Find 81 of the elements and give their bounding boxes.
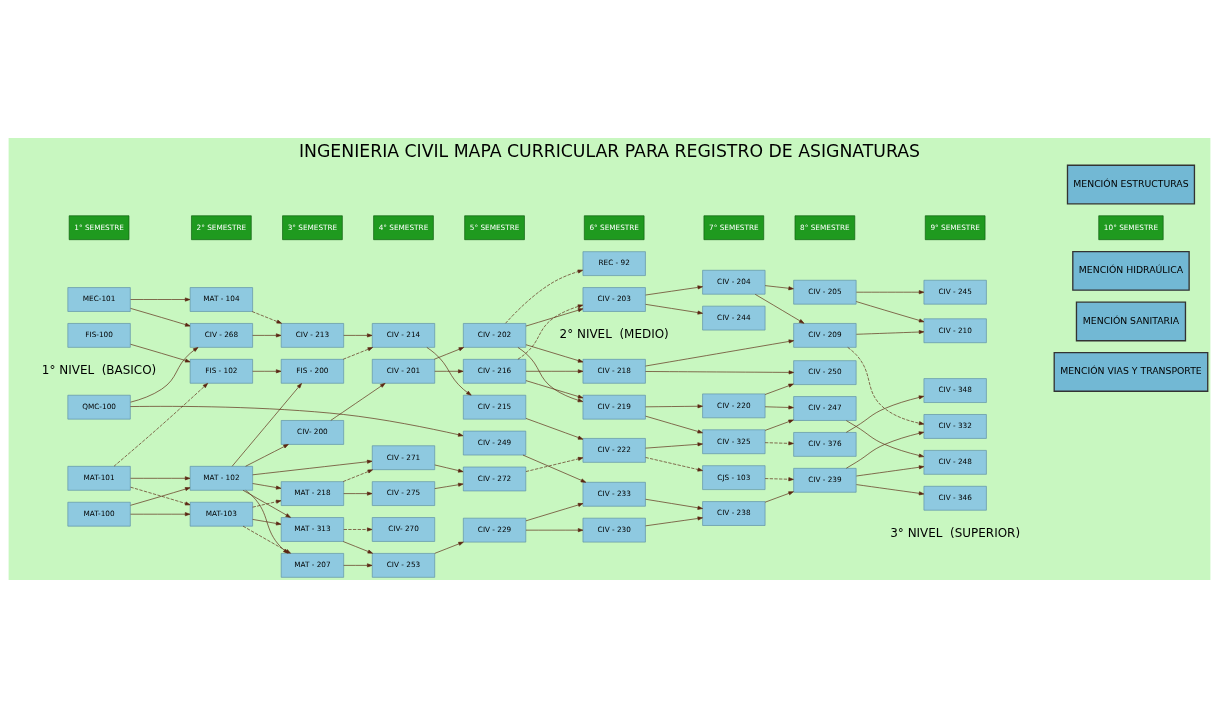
- arrow: [522, 454, 587, 483]
- arrow: [764, 477, 794, 482]
- arrow: [846, 395, 925, 433]
- arrow: [342, 469, 373, 482]
- arrow: [343, 527, 373, 532]
- arrow: [130, 512, 191, 517]
- arrow: [525, 503, 584, 522]
- arrow: [130, 308, 191, 327]
- arrow: [856, 330, 925, 335]
- arrow: [645, 516, 703, 527]
- arrow: [856, 465, 925, 477]
- arrow: [525, 369, 584, 374]
- arrow: [645, 442, 703, 449]
- arrow: [433, 347, 464, 360]
- arrow: [847, 347, 925, 426]
- arrow: [242, 525, 291, 554]
- arrow: [525, 418, 584, 440]
- arrow: [342, 541, 373, 554]
- arrow: [252, 369, 282, 374]
- arrow: [343, 563, 373, 568]
- arrow: [434, 541, 464, 554]
- arrow: [764, 491, 794, 503]
- arrow: [434, 464, 464, 473]
- arrow: [856, 290, 925, 295]
- diagram-title: INGENIERIA CIVIL MAPA CURRICULAR PARA REGISTRO DE ASIGNATURAS: [298, 141, 921, 162]
- arrow: [645, 339, 794, 367]
- arrow: [434, 482, 464, 489]
- arrow: [856, 484, 925, 496]
- arrow: [525, 456, 584, 472]
- arrow: [343, 491, 373, 496]
- label: 1° NIVEL (BASICO): [41, 363, 157, 378]
- arrow: [764, 441, 794, 446]
- arrow: [764, 405, 794, 410]
- arrow: [517, 347, 584, 403]
- arrow: [252, 499, 282, 508]
- arrow: [764, 285, 794, 291]
- arrow: [517, 304, 584, 360]
- arrow: [330, 383, 386, 421]
- arrow: [525, 528, 584, 533]
- arrow: [645, 415, 703, 434]
- arrow: [113, 383, 208, 467]
- arrow: [130, 476, 191, 481]
- arrow: [525, 344, 584, 363]
- arrow: [242, 489, 291, 518]
- arrow: [645, 285, 703, 296]
- node-box: MENCIÓN ESTRUCTURAS: [1066, 164, 1196, 205]
- arrow: [252, 333, 282, 338]
- arrow: [434, 369, 464, 374]
- arrow: [231, 383, 302, 467]
- arrow: [525, 380, 584, 399]
- arrow: [645, 304, 703, 315]
- arrow: [645, 370, 794, 375]
- arrow: [251, 311, 282, 324]
- arrow: [130, 297, 191, 302]
- label: 3° NIVEL (SUPERIOR): [890, 526, 1021, 541]
- arrow: [754, 294, 805, 324]
- arrow: [252, 459, 373, 476]
- arrow: [764, 383, 794, 395]
- node-box: MENCIÓN HIDRAÚLICA: [1072, 251, 1190, 291]
- arrow: [245, 490, 289, 554]
- arrow: [525, 308, 584, 327]
- arrow: [764, 419, 794, 431]
- arrow: [645, 498, 703, 510]
- label: 2° NIVEL (MEDIO): [559, 327, 669, 342]
- arrow: [245, 444, 289, 467]
- arrow: [426, 347, 472, 396]
- arrow: [252, 519, 282, 526]
- arrow: [846, 431, 925, 469]
- arrow: [645, 404, 703, 409]
- arrow: [252, 483, 282, 490]
- arrow: [505, 269, 583, 324]
- arrow: [342, 347, 373, 360]
- node-box: MENCIÓN SANITARIA: [1075, 301, 1187, 342]
- arrow: [130, 406, 464, 437]
- arrow: [343, 333, 373, 338]
- arrow: [855, 301, 925, 323]
- arrow: [130, 343, 191, 363]
- arrow: [846, 420, 925, 458]
- arrow: [645, 457, 703, 472]
- arrow: [130, 347, 199, 403]
- node-box: MENCIÓN VIAS Y TRANSPORTE: [1053, 352, 1209, 392]
